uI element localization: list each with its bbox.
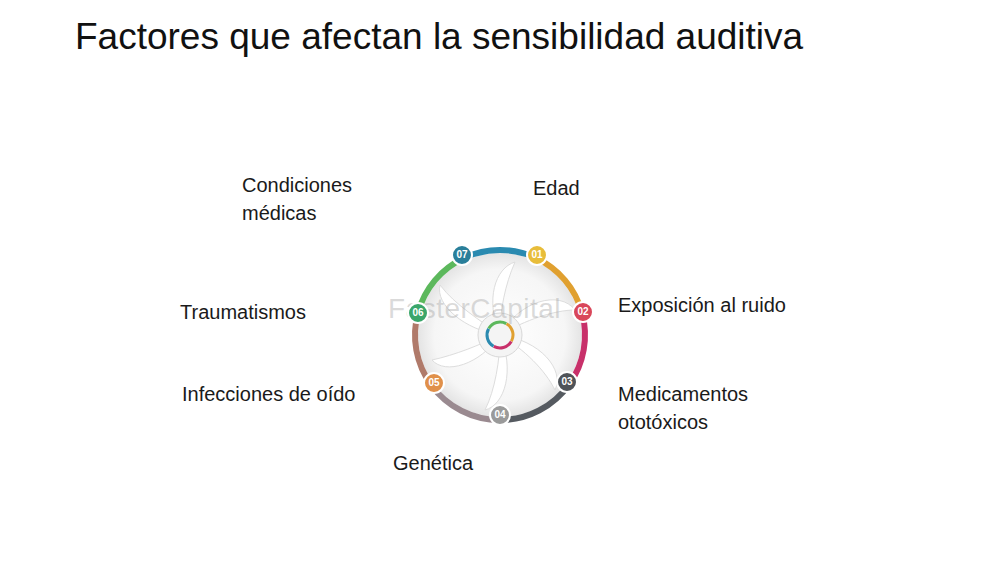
callout-number: 05: [423, 372, 445, 394]
wheel-disk: [418, 253, 582, 417]
factor-label: Genética: [393, 449, 533, 477]
factor-label: Condiciones médicas: [242, 171, 382, 227]
number-badge: 04Genética: [489, 404, 511, 426]
callout-number: 06: [407, 302, 429, 324]
number-badge: 02Exposición al ruido: [572, 301, 594, 323]
number-badge: 01Edad: [526, 244, 548, 266]
diagram-title: Factores que afectan la sensibilidad aud…: [75, 16, 803, 58]
color-ring: [381, 216, 618, 453]
callout-number: 03: [556, 371, 578, 393]
number-badge: 05Infecciones de oído: [423, 372, 445, 394]
number-badge: 06Traumatismos: [407, 302, 429, 324]
factor-label: Exposición al ruido: [618, 291, 838, 319]
callout-number: 01: [526, 244, 548, 266]
callout-number: 07: [451, 244, 473, 266]
factor-label: Traumatismos: [180, 298, 360, 326]
factor-label: Infecciones de oído: [182, 380, 402, 408]
number-badge: 03Medicamentos ototóxicos: [556, 371, 578, 393]
factor-label: Edad: [533, 174, 653, 202]
callout-number: 02: [572, 301, 594, 323]
callout-number: 04: [489, 404, 511, 426]
factor-label: Medicamentos ototóxicos: [618, 380, 778, 436]
fan-blades: [432, 262, 575, 410]
number-badge: 07Condiciones médicas: [451, 244, 473, 266]
